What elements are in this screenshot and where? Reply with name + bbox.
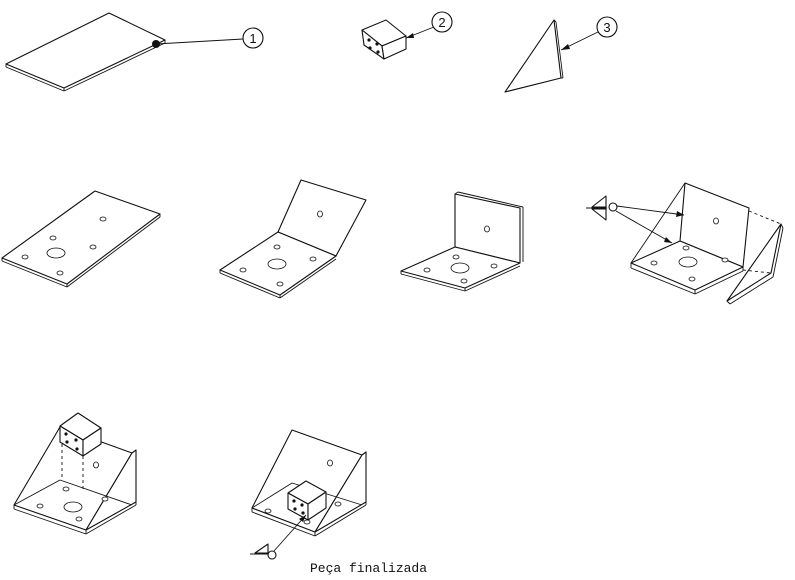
part-1-flat-plate bbox=[5, 12, 166, 92]
part-2-small-box bbox=[361, 19, 407, 60]
callout-1-label: 1 bbox=[249, 31, 256, 46]
step-weld-gusset bbox=[630, 182, 784, 305]
weld-symbol-1 bbox=[586, 195, 685, 244]
part-3-gusset bbox=[504, 19, 564, 93]
callout-1: 1 bbox=[155, 27, 264, 49]
caption-finished-piece: Peça finalizada bbox=[310, 561, 428, 576]
callout-2-label: 2 bbox=[438, 15, 445, 30]
step-finished-piece bbox=[251, 429, 367, 537]
step-l-bracket bbox=[400, 191, 524, 292]
callout-3: 3 bbox=[560, 16, 618, 51]
step-drilled-plate bbox=[1, 190, 161, 288]
weld-symbol-2 bbox=[250, 514, 307, 560]
step-place-box bbox=[13, 412, 137, 535]
step-partial-bend bbox=[219, 179, 367, 299]
callout-3-label: 3 bbox=[603, 20, 610, 35]
callout-2: 2 bbox=[405, 11, 453, 39]
